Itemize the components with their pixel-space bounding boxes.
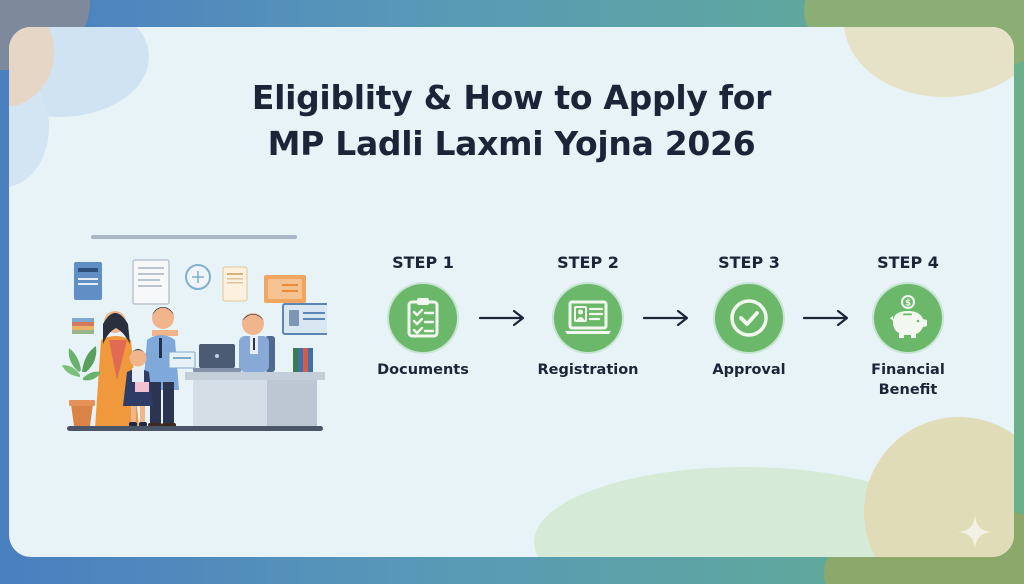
arrow-right-icon (642, 309, 689, 327)
step-4-circle: $ (874, 284, 942, 352)
piggy-bank-coin-icon: $ (890, 295, 927, 338)
family-office-illustration (62, 235, 327, 431)
step-1-circle (389, 284, 457, 352)
arrow-right-icon (478, 309, 525, 327)
step-3: STEP 3 Approval (684, 253, 814, 380)
main-card: Eligiblity & How to Apply for MP Ladli L… (9, 27, 1014, 557)
step-4-label: STEP 4 (877, 253, 939, 272)
arrow-right-icon (802, 309, 849, 327)
step-2-name: Registration (537, 362, 639, 378)
step-1-name: Documents (377, 362, 469, 378)
step-3-circle (715, 284, 783, 352)
title-line-1: Eligiblity & How to Apply for (251, 78, 772, 117)
step-1-label: STEP 1 (392, 253, 454, 272)
step-3-name: Approval (712, 362, 786, 378)
svg-text:$: $ (905, 299, 911, 309)
step-4-name: Financial Benefit (871, 362, 945, 398)
step-3-label: STEP 3 (718, 253, 780, 272)
page-title: Eligiblity & How to Apply for MP Ladli L… (9, 75, 1014, 167)
check-circle-icon (730, 299, 768, 337)
clipboard-checklist-icon (407, 298, 439, 338)
laptop-id-card-icon (565, 300, 611, 334)
sparkle-icon (958, 515, 992, 549)
step-1: STEP 1 Documents (358, 253, 488, 380)
step-4: STEP 4 $ Financial Benefit (843, 253, 973, 400)
step-2-label: STEP 2 (557, 253, 619, 272)
title-line-2: MP Ladli Laxmi Yojna 2026 (267, 124, 756, 163)
step-2: STEP 2 Registration (523, 253, 653, 380)
step-2-circle (554, 284, 622, 352)
